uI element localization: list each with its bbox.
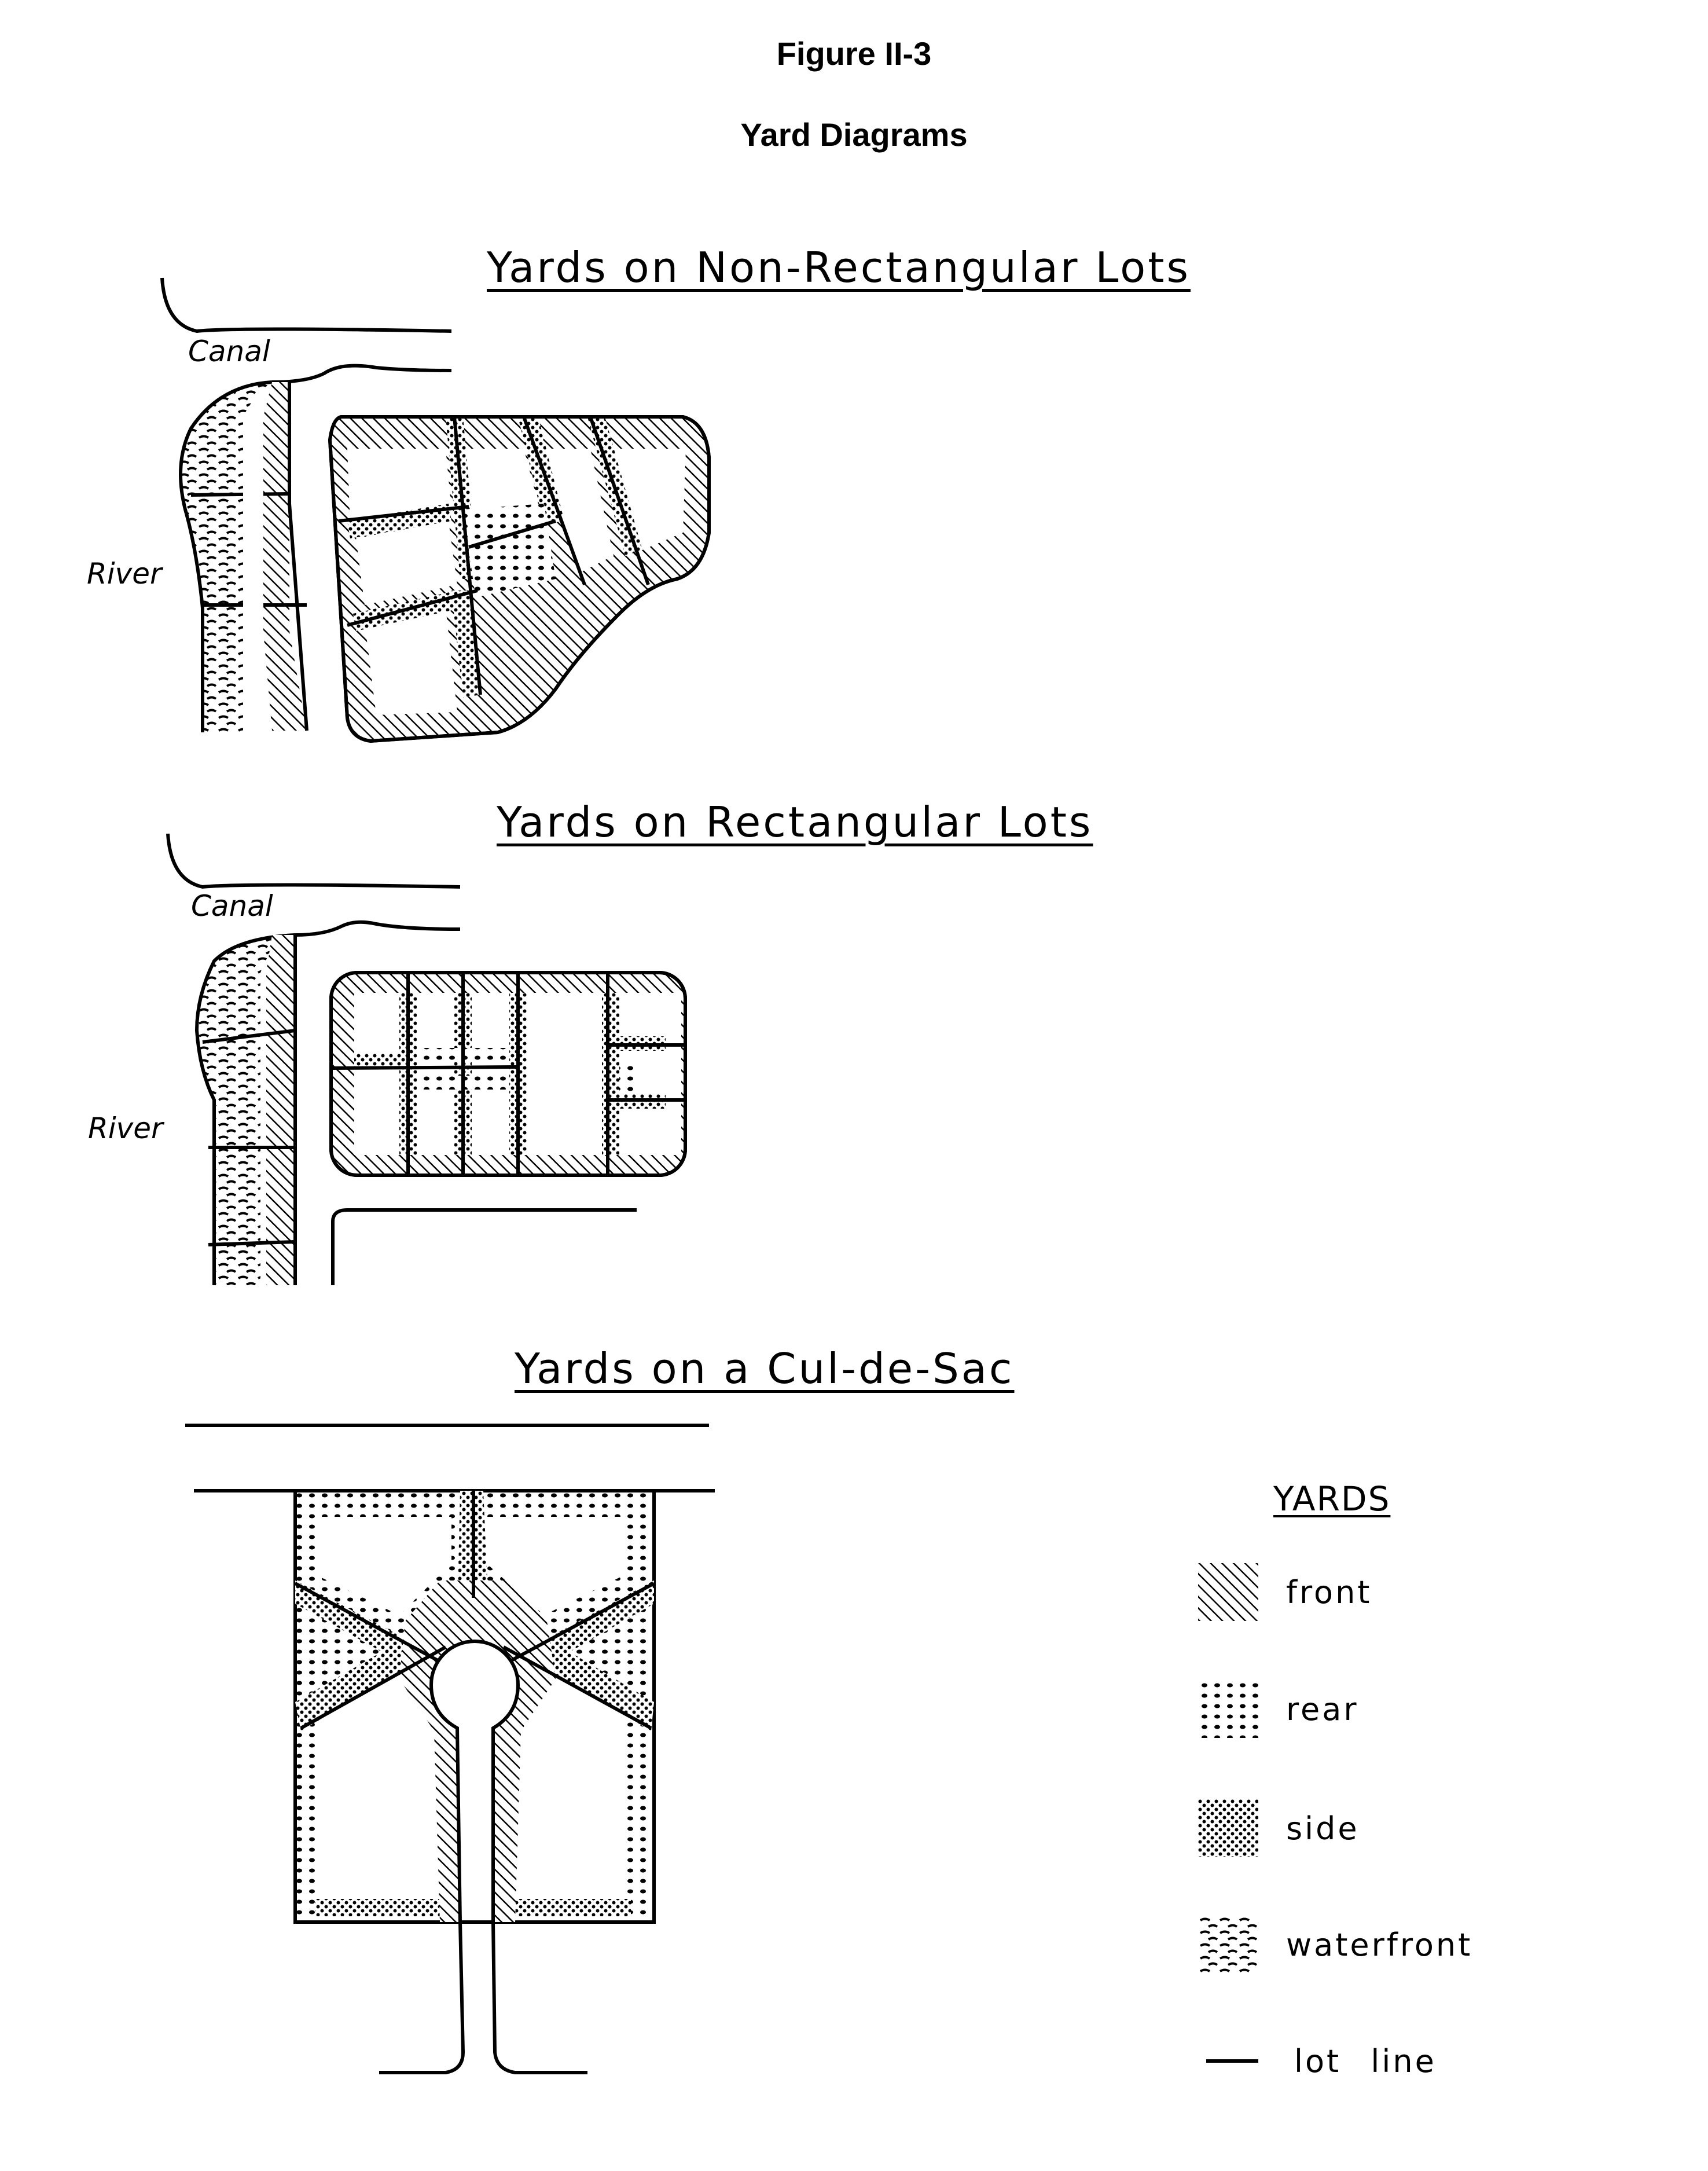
legend-item-rear: rear: [1198, 1677, 1359, 1741]
front-hatch-swatch-icon: [1198, 1563, 1258, 1621]
legend-item-lot-line: lot line: [1198, 2029, 1437, 2093]
diagram-rectangular: [166, 833, 687, 1285]
canal-label-2: Canal: [191, 889, 273, 923]
canal-label-1: Canal: [188, 335, 270, 368]
heading-cul-de-sac: Yards on a Cul-de-Sac: [515, 1344, 1015, 1393]
legend-label-rear: rear: [1286, 1690, 1359, 1728]
legend-item-front: front: [1198, 1560, 1372, 1624]
legend-item-side: side: [1198, 1796, 1360, 1860]
heading-rectangular-lots: Yards on Rectangular Lots: [497, 798, 1093, 846]
legend-label-waterfront: waterfront: [1286, 1926, 1473, 1963]
river-label-2: River: [88, 1112, 163, 1145]
side-dense-dots-swatch-icon: [1198, 1799, 1258, 1857]
legend-label-lot-line: lot line: [1294, 2042, 1437, 2080]
diagram-non-rectangular: [160, 277, 711, 743]
legend-title: YARDS: [1273, 1479, 1391, 1519]
legend-label-front: front: [1286, 1574, 1372, 1611]
river-label-1: River: [87, 557, 162, 591]
legend-item-waterfront: waterfront: [1198, 1913, 1472, 1976]
figure-title: Yard Diagrams: [740, 116, 968, 153]
rear-dots-swatch-icon: [1198, 1680, 1258, 1738]
heading-non-rectangular-lots: Yards on Non-Rectangular Lots: [487, 243, 1191, 292]
diagram-cul-de-sac: [185, 1424, 715, 2074]
legend-label-side: side: [1286, 1810, 1360, 1847]
waterfront-wave-swatch-icon: [1198, 1916, 1258, 1974]
figure-number: Figure II-3: [776, 35, 932, 72]
lot-line-swatch-icon: [1206, 2059, 1258, 2063]
